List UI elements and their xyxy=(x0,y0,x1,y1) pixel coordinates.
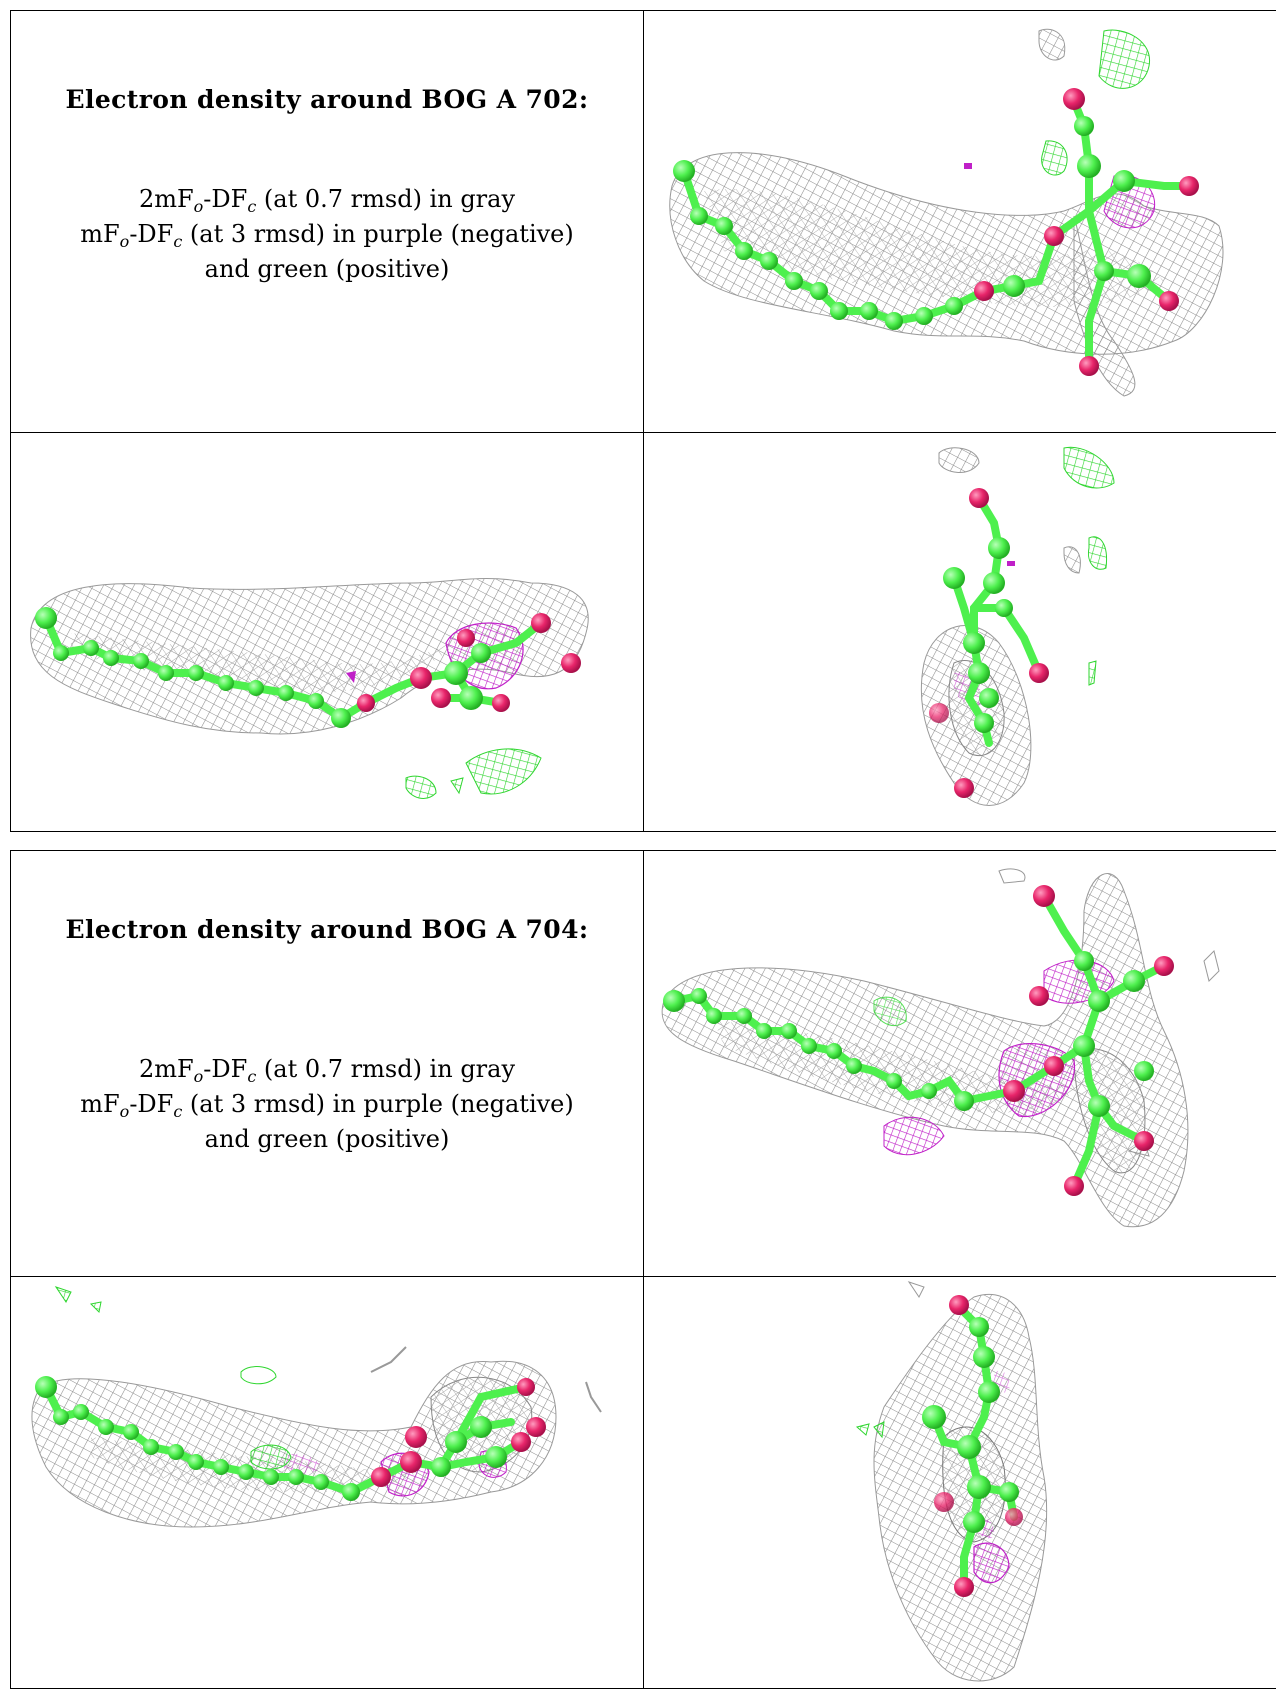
legend-term: mF xyxy=(80,1090,119,1118)
legend-text-702: 2mFo-DFc (at 0.7 rmsd) in gray mFo-DFc (… xyxy=(11,182,643,287)
legend-term: -DF xyxy=(129,220,173,248)
density-table-bog-702: Electron density around BOG A 702: 2mFo-… xyxy=(10,10,1276,832)
legend-line-2fofc: 2mFo-DFc (at 0.7 rmsd) in gray xyxy=(11,1052,643,1087)
density-image xyxy=(11,433,643,831)
density-view-704-top xyxy=(644,851,1276,1277)
legend-desc: (at 0.7 rmsd) in gray xyxy=(256,185,515,213)
caption-block-704: Electron density around BOG A 704: 2mFo-… xyxy=(11,915,643,1157)
legend-term: -DF xyxy=(129,1090,173,1118)
legend-line-positive: and green (positive) xyxy=(11,252,643,287)
density-image xyxy=(644,1277,1276,1688)
density-image xyxy=(11,1277,643,1688)
density-image xyxy=(644,433,1276,831)
legend-desc: (at 3 rmsd) in purple (negative) xyxy=(182,1090,573,1118)
panel-title-702: Electron density around BOG A 702: xyxy=(11,85,643,114)
caption-cell-704: Electron density around BOG A 704: 2mFo-… xyxy=(11,851,644,1277)
legend-term: -DF xyxy=(203,1055,247,1083)
density-image xyxy=(644,851,1276,1276)
legend-term: 2mF xyxy=(139,185,194,213)
legend-term: -DF xyxy=(203,185,247,213)
density-image xyxy=(644,11,1276,432)
density-table-bog-704: Electron density around BOG A 704: 2mFo-… xyxy=(10,850,1276,1689)
subscript-c: c xyxy=(173,232,182,251)
panel-title-704: Electron density around BOG A 704: xyxy=(11,915,643,944)
density-view-702-side xyxy=(11,433,644,832)
subscript-o: o xyxy=(194,197,204,216)
legend-term: 2mF xyxy=(139,1055,194,1083)
legend-desc: (at 3 rmsd) in purple (negative) xyxy=(182,220,573,248)
density-view-704-side xyxy=(11,1277,644,1689)
subscript-o: o xyxy=(120,1102,130,1121)
legend-desc: (at 0.7 rmsd) in gray xyxy=(256,1055,515,1083)
subscript-o: o xyxy=(120,232,130,251)
legend-line-positive: and green (positive) xyxy=(11,1122,643,1157)
caption-cell-702: Electron density around BOG A 702: 2mFo-… xyxy=(11,11,644,433)
subscript-c: c xyxy=(247,197,256,216)
legend-term: mF xyxy=(80,220,119,248)
subscript-c: c xyxy=(247,1067,256,1086)
legend-line-fofc: mFo-DFc (at 3 rmsd) in purple (negative) xyxy=(11,217,643,252)
subscript-o: o xyxy=(194,1067,204,1086)
subscript-c: c xyxy=(173,1102,182,1121)
density-view-702-end xyxy=(644,433,1276,832)
caption-block-702: Electron density around BOG A 702: 2mFo-… xyxy=(11,85,643,287)
legend-text-704: 2mFo-DFc (at 0.7 rmsd) in gray mFo-DFc (… xyxy=(11,1052,643,1157)
density-view-702-top xyxy=(644,11,1276,433)
density-view-704-end xyxy=(644,1277,1276,1689)
legend-line-2fofc: 2mFo-DFc (at 0.7 rmsd) in gray xyxy=(11,182,643,217)
legend-line-fofc: mFo-DFc (at 3 rmsd) in purple (negative) xyxy=(11,1087,643,1122)
